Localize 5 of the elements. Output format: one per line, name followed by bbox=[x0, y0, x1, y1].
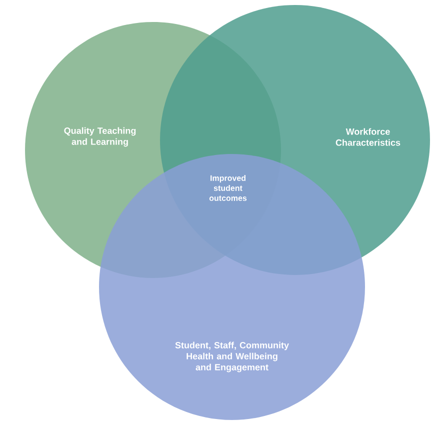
circle-label: Workforce Characteristics bbox=[336, 128, 400, 146]
circle-label: Quality Teaching and Learning bbox=[64, 127, 136, 147]
circle-label: Student, Staff, Community Health and Wellbeing and Engagement bbox=[175, 342, 289, 372]
center-label: Improved student outcomes bbox=[209, 175, 247, 201]
venn-circle bbox=[99, 154, 365, 420]
